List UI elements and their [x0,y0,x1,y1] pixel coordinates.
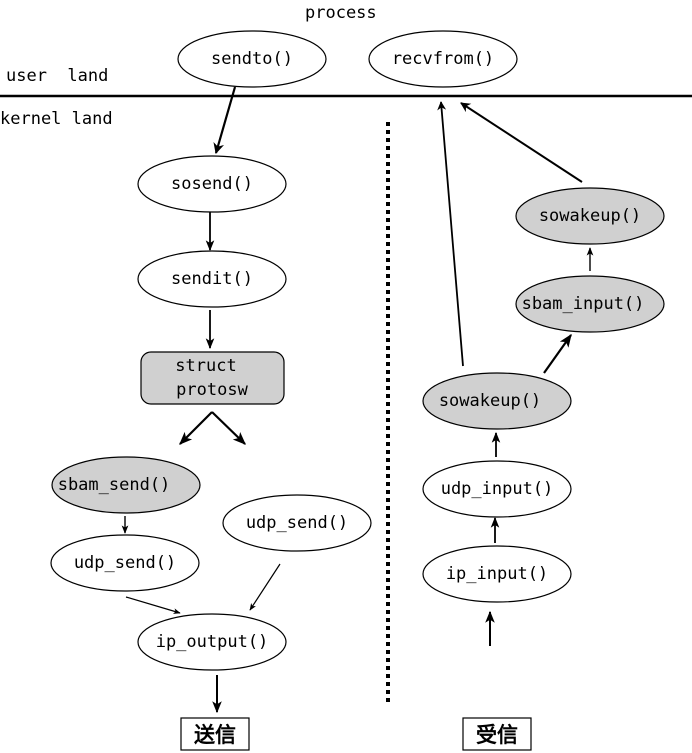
edge-udp-send-right-ip-output [249,563,281,611]
udp-input-ellipse [422,460,572,518]
edge-sowakeup-top-recvfrom [460,102,583,183]
recvfrom-ellipse [368,30,518,88]
sowakeup-bottom-ellipse [422,372,572,430]
sendit-label: sendit() [171,269,253,289]
protosw-label-line2: protosw [176,380,248,400]
sowakeup-top-ellipse [515,187,665,245]
kernel-land-label: kernel land [0,109,113,129]
udp-send-right-label: udp_send() [246,513,348,533]
sbam-send-label: sbam_send() [58,475,171,495]
node-ip-input[interactable]: ip_input() [422,545,572,603]
receive-box: 受信 [462,717,532,751]
sendto-ellipse [177,30,327,88]
edge-protosw-udp-send-right [211,411,246,445]
send-box-frame [180,717,250,751]
sbam-input-ellipse [515,275,665,333]
sowakeup-top-label: sowakeup() [539,206,641,226]
sosend-ellipse [137,155,287,213]
receive-label: 受信 [476,723,518,747]
node-sbam-send[interactable]: sbam_send() [51,456,201,514]
node-udp-input[interactable]: udp_input() [422,460,572,518]
ip-input-label: ip_input() [446,564,548,584]
node-protosw[interactable]: struct protosw [140,351,285,405]
protosw-box [140,351,285,405]
udp-input-label: udp_input() [441,479,554,499]
ip-output-ellipse [137,613,287,671]
recvfrom-label: recvfrom() [392,49,494,69]
node-sowakeup-bottom[interactable]: sowakeup() [422,372,572,430]
node-sendit[interactable]: sendit() [137,250,287,308]
node-sbam-input[interactable]: sbam_input() [515,275,665,333]
receive-box-frame [462,717,532,751]
udp-send-left-label: udp_send() [74,553,176,573]
node-udp-send-left[interactable]: udp_send() [50,534,200,592]
node-ip-output[interactable]: ip_output() [137,613,287,671]
node-sosend[interactable]: sosend() [137,155,287,213]
sbam-send-ellipse [51,456,201,514]
node-sendto[interactable]: sendto() [177,30,327,88]
user-land-label: user land [6,66,108,86]
edge-protosw-sbam-send [179,411,213,445]
node-recvfrom[interactable]: recvfrom() [368,30,518,88]
sosend-label: sosend() [171,174,253,194]
sendit-ellipse [137,250,287,308]
node-udp-send-right[interactable]: udp_send() [222,494,372,552]
edge-sowakeup-bottom-recvfrom [437,101,464,367]
ip-input-ellipse [422,545,572,603]
protosw-label-line1: struct [175,356,236,376]
udp-send-left-ellipse [50,534,200,592]
sowakeup-bottom-label: sowakeup() [439,391,541,411]
send-box: 送信 [180,717,250,751]
edges [121,86,594,714]
sendto-label: sendto() [211,49,293,69]
edge-udp-send-left-ip-output [125,596,181,614]
udp-send-right-ellipse [222,494,372,552]
sbam-input-label: sbam_input() [522,294,645,314]
ip-output-label: ip_output() [156,632,269,652]
node-sowakeup-top[interactable]: sowakeup() [515,187,665,245]
process-label: process [305,3,377,23]
send-label: 送信 [194,723,236,747]
edge-sendto-sosend [213,86,237,155]
edge-sowakeup-bottom-sbam-input [543,333,572,374]
